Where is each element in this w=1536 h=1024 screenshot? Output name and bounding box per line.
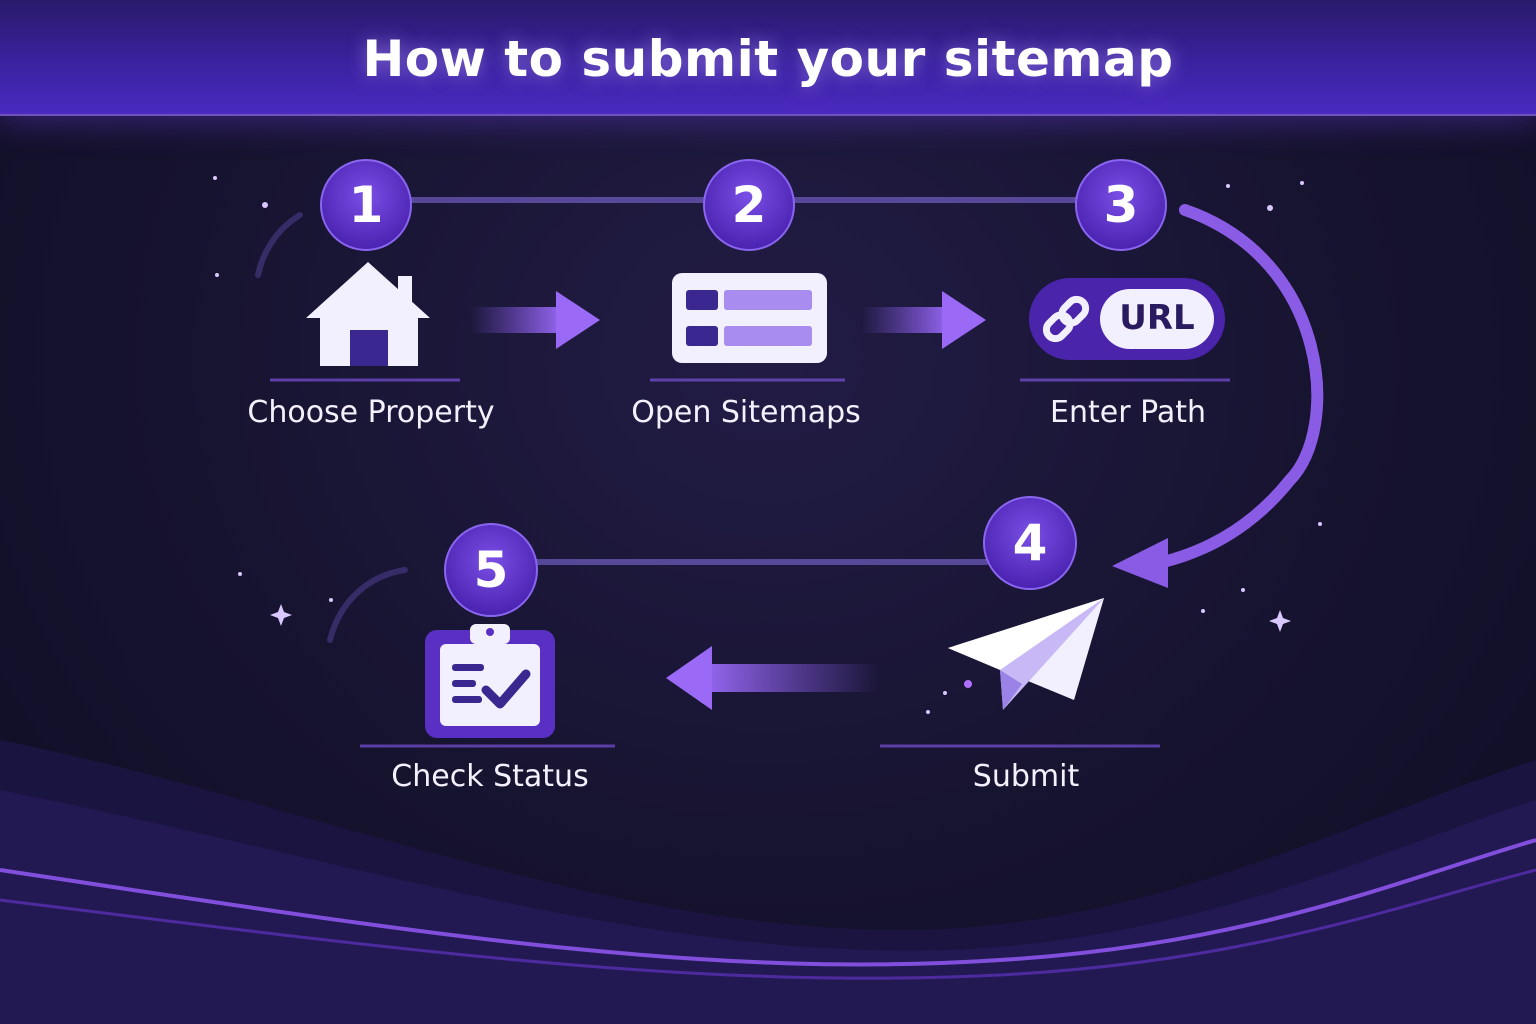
- arrow-4-to-5: [666, 646, 880, 710]
- link-url-icon: [1029, 278, 1225, 360]
- url-badge-text: URL: [1119, 298, 1195, 338]
- arrow-2-to-3: [862, 291, 986, 349]
- header-band: [0, 0, 1536, 116]
- step-number-4: 4: [1012, 514, 1048, 572]
- step-label-5: Check Status: [391, 759, 589, 794]
- step-badge-5: [444, 523, 538, 617]
- step-number-3: 3: [1103, 176, 1139, 234]
- step-number-1: 1: [348, 176, 384, 234]
- clipboard-check-icon: [425, 624, 555, 738]
- step-number-5: 5: [473, 541, 509, 599]
- arrow-1-to-2: [470, 291, 600, 349]
- step-label-3: Enter Path: [1050, 395, 1206, 430]
- step-label-2: Open Sitemaps: [631, 395, 861, 430]
- paper-plane-icon: [948, 598, 1104, 710]
- page-title: How to submit your sitemap: [362, 30, 1174, 88]
- connector-lines: [255, 197, 1081, 643]
- step-badge-1: [320, 159, 412, 251]
- stars: [213, 176, 1322, 714]
- step-number-2: 2: [731, 176, 767, 234]
- curved-arrow-icon: [1112, 204, 1324, 588]
- bottom-wave: [0, 740, 1536, 1024]
- house-icon: [306, 262, 430, 366]
- step-badge-2: [703, 159, 795, 251]
- step-badge-3: [1075, 159, 1167, 251]
- step-label-4: Submit: [972, 759, 1080, 794]
- step-underlines: [270, 378, 1230, 748]
- step-badge-4: [983, 496, 1077, 590]
- sitemap-list-icon: [672, 273, 827, 363]
- step-label-1: Choose Property: [247, 395, 495, 430]
